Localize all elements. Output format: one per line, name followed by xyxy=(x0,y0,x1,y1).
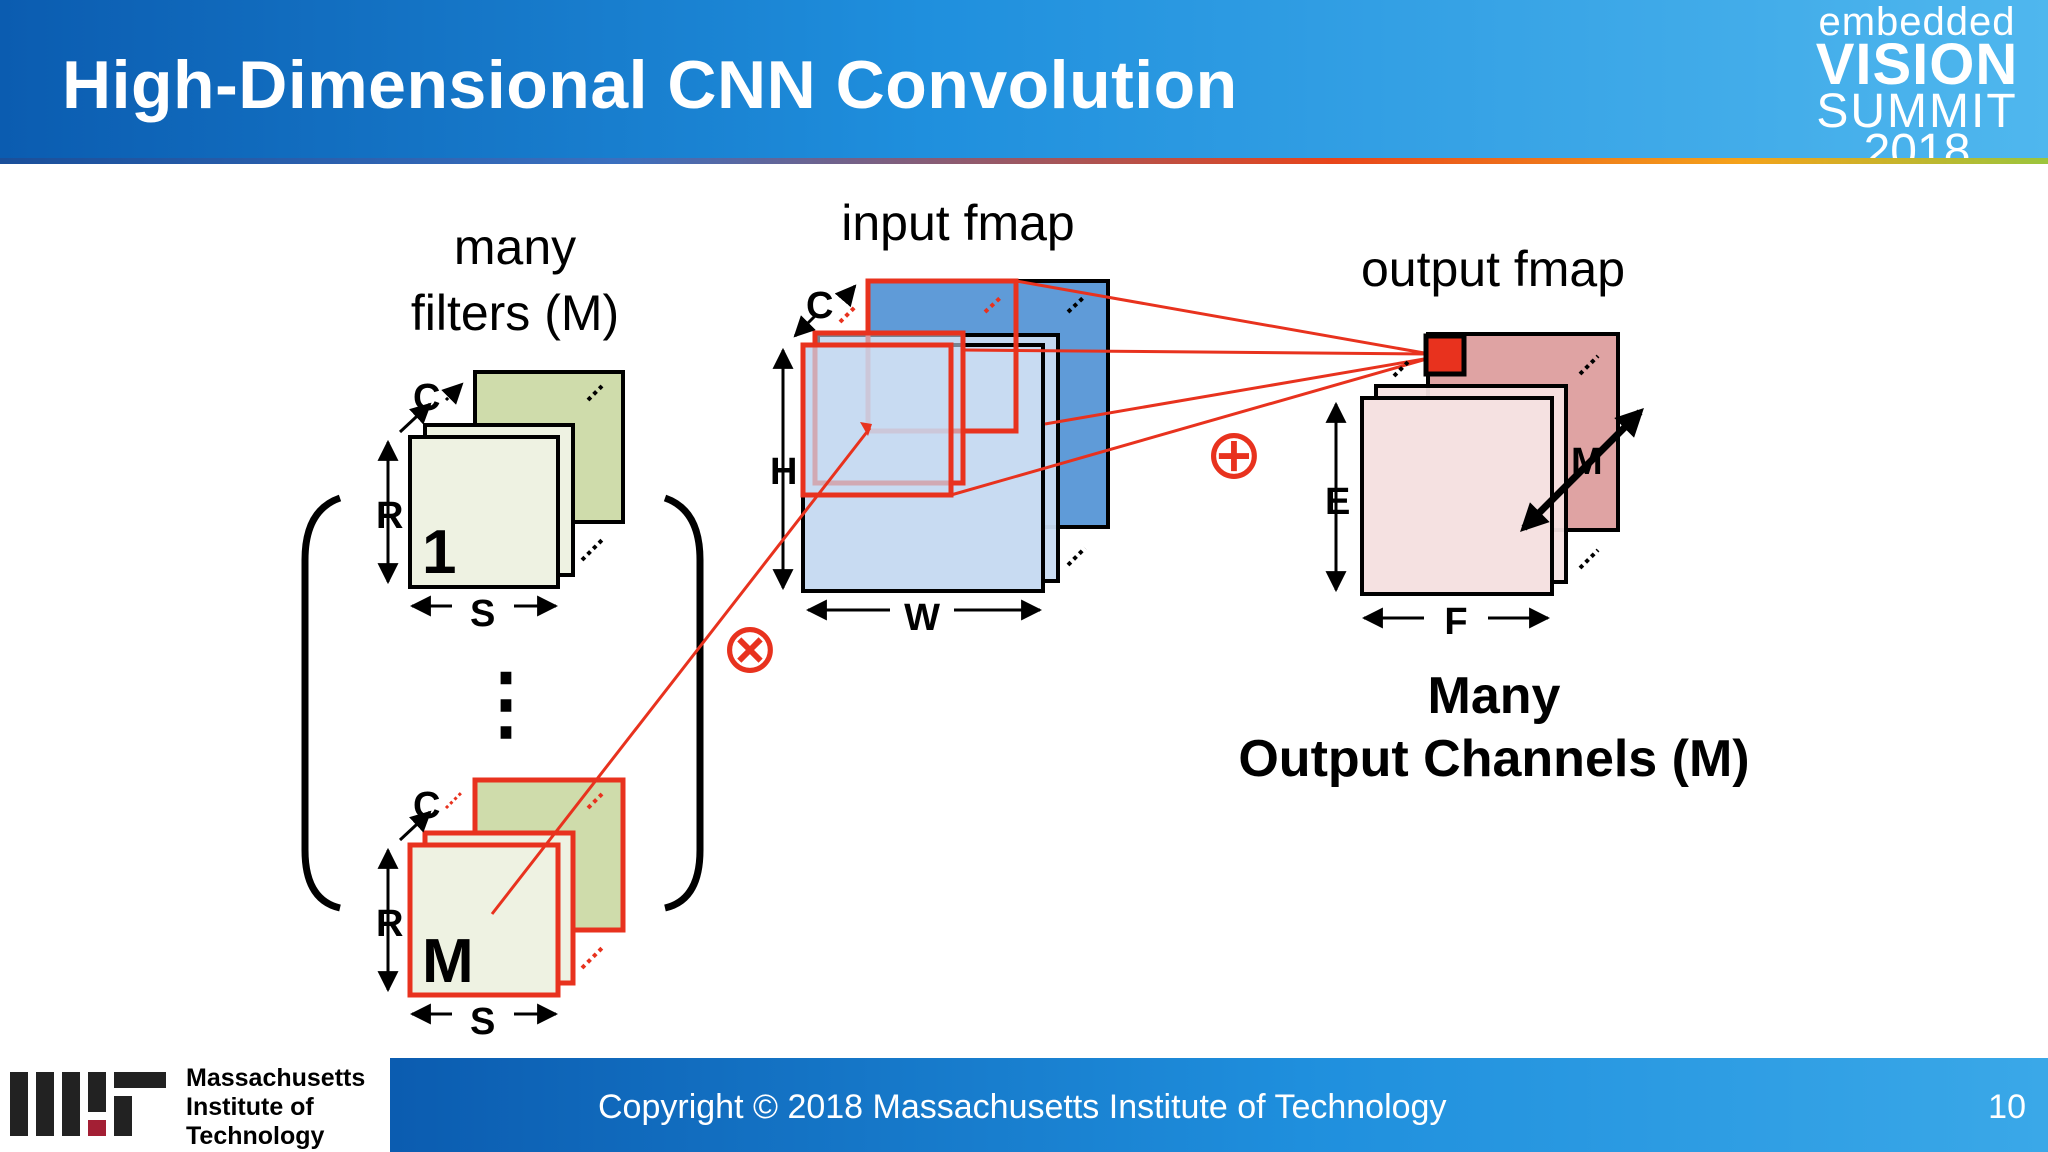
input-fmap xyxy=(772,278,1110,621)
input-dim-h: H xyxy=(770,451,797,493)
copyright-text: Copyright © 2018 Massachusetts Institute… xyxy=(598,1088,1447,1126)
output-caption-line2: Output Channels (M) xyxy=(1238,730,1749,788)
event-logo: embedded VISION SUMMIT 2018 xyxy=(1812,0,2022,176)
page-number: 10 xyxy=(1988,1088,2026,1126)
output-dim-m: M xyxy=(1571,441,1603,483)
output-fmap xyxy=(1325,332,1644,629)
output-dim-e: E xyxy=(1325,481,1350,523)
filter-1 xyxy=(377,370,625,617)
input-to-output-lines xyxy=(950,279,1431,497)
event-logo-line3: SUMMIT xyxy=(1816,85,2018,138)
multiply-operator: ⊗ xyxy=(721,609,780,687)
filter-m-dim-r: R xyxy=(376,903,403,945)
input-dim-c: C xyxy=(806,285,833,327)
slide-footer: Copyright © 2018 Massachusetts Institute… xyxy=(390,1058,2048,1152)
filter-m-dim-s: S xyxy=(470,1001,495,1043)
filter-to-input-line xyxy=(490,427,872,915)
filter-m xyxy=(377,777,626,1025)
filter-1-index: 1 xyxy=(422,518,456,587)
left-bracket xyxy=(301,494,342,912)
filter-to-input-arrowhead xyxy=(860,422,872,436)
filters-label-line1: many xyxy=(454,219,576,275)
input-dim-w: W xyxy=(904,597,940,639)
slide-header: High-Dimensional CNN Convolution embedde… xyxy=(0,0,2048,176)
filter-1-dim-s: S xyxy=(470,593,495,635)
filter-m-index: M xyxy=(422,927,474,996)
output-caption-line1: Many xyxy=(1428,667,1561,725)
header-stripe xyxy=(0,158,2048,164)
slide-title: High-Dimensional CNN Convolution xyxy=(62,47,1238,123)
institution-line1: Massachusetts xyxy=(186,1064,366,1092)
mit-logo-mark xyxy=(10,1072,166,1136)
convolution-diagram: many filters (M) C R S 1 ⋮ C R S M ⊗ xyxy=(301,195,1750,1043)
output-fmap-label: output fmap xyxy=(1361,241,1625,297)
filter-1-dim-r: R xyxy=(376,495,403,537)
event-logo-line2: VISION xyxy=(1815,32,2019,97)
event-logo-line4: 2018 xyxy=(1863,125,1971,178)
institution-name: Massachusetts Institute of Technology xyxy=(186,1064,365,1151)
input-fmap-label: input fmap xyxy=(841,195,1074,251)
institution-line2: Institute of xyxy=(186,1093,314,1121)
mit-logo: Massachusetts Institute of Technology xyxy=(0,1058,390,1152)
filters-ellipsis: ⋮ xyxy=(466,658,546,747)
filters-label-line2: filters (M) xyxy=(411,285,619,341)
add-operator: ⊕ xyxy=(1205,415,1264,493)
filter-1-dim-c: C xyxy=(413,377,440,419)
right-bracket xyxy=(663,494,704,912)
output-dim-f: F xyxy=(1444,601,1467,643)
institution-line3: Technology xyxy=(186,1122,325,1150)
filter-m-dim-c: C xyxy=(413,785,440,827)
event-logo-line1: embedded xyxy=(1818,0,2016,44)
